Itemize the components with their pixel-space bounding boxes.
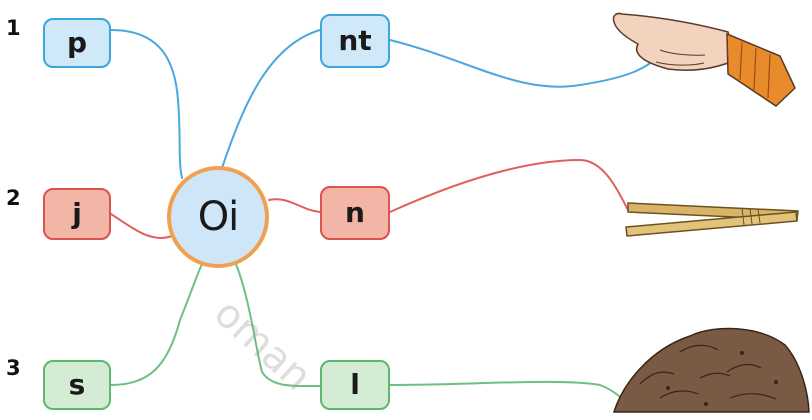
right-tile-l[interactable]: l [320, 360, 390, 410]
connector-l-to-soil [389, 380, 633, 411]
pointing-hand-icon [612, 12, 796, 107]
left-tile-j[interactable]: j [43, 188, 111, 240]
soil-pile-icon [612, 327, 810, 413]
row-number-3: 3 [6, 356, 21, 380]
connector-n-to-sticks [389, 158, 629, 213]
connector-s-to-hub [110, 263, 203, 386]
connector-hub-to-l [235, 263, 321, 388]
hub-oi-circle: Oi [167, 166, 269, 268]
two-sticks-icon [625, 202, 799, 237]
left-tile-s[interactable]: s [43, 360, 111, 410]
connector-hub-to-nt [221, 29, 321, 169]
connector-hub-to-n [268, 198, 321, 213]
left-tile-p[interactable]: p [43, 18, 111, 68]
row-number-2: 2 [6, 186, 21, 210]
right-tile-n[interactable]: n [320, 186, 390, 240]
connector-nt-to-hand [389, 39, 661, 88]
connector-p-to-hub [110, 29, 183, 179]
connector-j-to-hub [110, 213, 173, 239]
right-tile-nt[interactable]: nt [320, 14, 390, 68]
row-number-1: 1 [6, 16, 21, 40]
